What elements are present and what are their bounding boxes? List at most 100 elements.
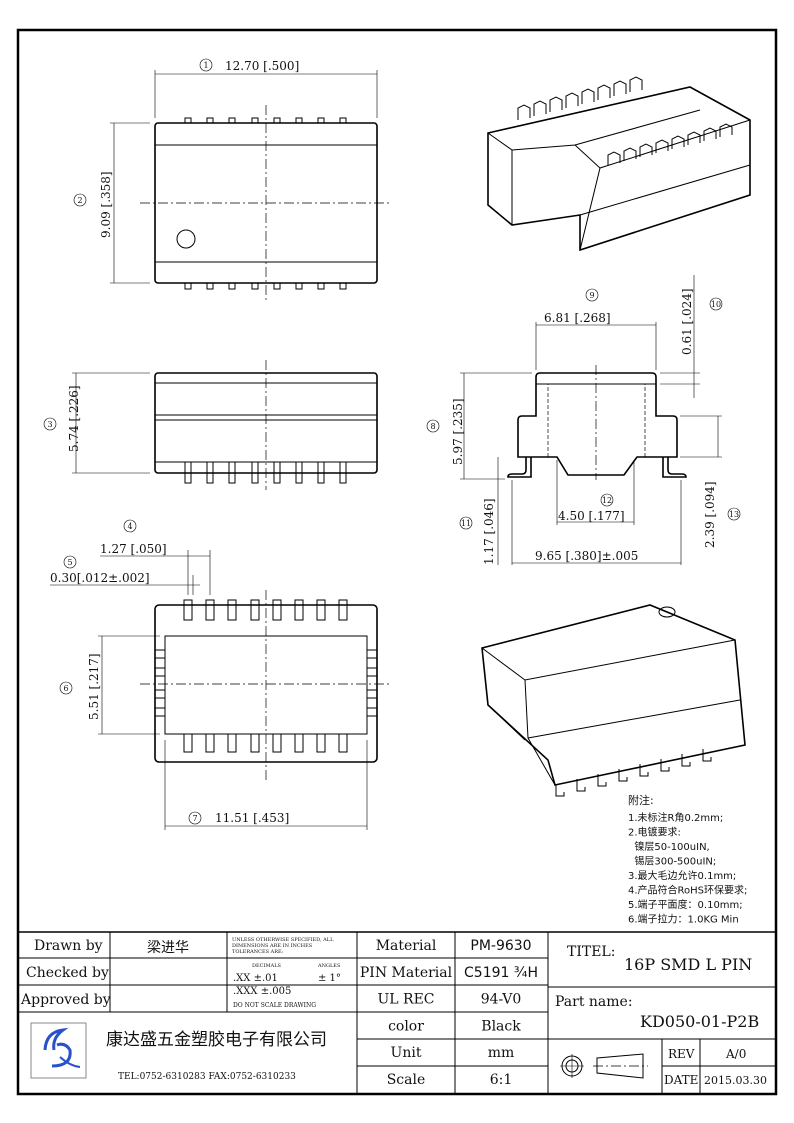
bottom-view: [50, 550, 392, 830]
dim-11: 1.17 [.046]: [482, 498, 496, 565]
pin: [184, 461, 192, 484]
balloon-number: 9: [589, 291, 594, 300]
pin: [184, 117, 192, 124]
approved-by-label: Approved by: [20, 992, 111, 1008]
pin: [228, 117, 236, 124]
spec-label: color: [388, 1018, 424, 1034]
title-block-text: Drawn by 梁进华 Checked by Approved by UNLE…: [20, 937, 767, 1088]
dim-12: 4.50 [.177]: [558, 509, 625, 523]
do-not-scale: DO NOT SCALE DRAWING: [233, 1002, 316, 1009]
tolerance-angle: ± 1°: [318, 973, 341, 984]
balloon-circle: [43, 417, 57, 431]
isometric-view-bottom: [481, 604, 746, 797]
part-name-label: Part name:: [555, 994, 633, 1010]
angles-label: ANGLES: [317, 963, 341, 969]
dim-7: 11.51 [.453]: [215, 811, 289, 825]
spec-value: PM-9630: [470, 938, 531, 954]
balloon-circle: [188, 811, 202, 825]
pin: [251, 282, 259, 290]
balloon-number: 12: [602, 496, 612, 505]
pin-pad: [316, 599, 326, 621]
pin-pad: [294, 599, 304, 621]
pin: [206, 461, 214, 484]
pin: [273, 117, 281, 124]
notes: 附注: 1.未标注R角0.2mm;2.电镀要求: 镍层50-100uIN, 锡层…: [628, 793, 747, 926]
pin-pad: [183, 599, 193, 621]
pin: [206, 117, 214, 124]
pin: [517, 104, 531, 120]
pin-pad: [227, 599, 237, 621]
balloon-number: 13: [729, 510, 739, 519]
side-view: [460, 275, 722, 565]
note-line: 镍层50-100uIN,: [628, 840, 710, 853]
note-line: 5.端子平面度：0.10mm;: [628, 898, 743, 911]
date-label: DATE: [664, 1073, 698, 1087]
balloon-circle: [59, 681, 73, 695]
pin: [607, 151, 621, 165]
balloon-circle: [426, 419, 440, 433]
pin: [565, 92, 579, 108]
dim-14: 9.65 [.380]±.005: [535, 549, 638, 563]
pin: [295, 282, 303, 290]
pin: [228, 461, 236, 484]
dim-3: 5.74 [.226]: [67, 385, 81, 452]
balloon-circle: [709, 297, 723, 311]
top-view: [110, 70, 392, 300]
pin: [295, 117, 303, 124]
date-value: 2015.03.30: [704, 1074, 767, 1087]
pin: [295, 461, 303, 484]
side-pad: [154, 689, 166, 699]
note-line: 4.产品符合RoHS环保要求;: [628, 884, 747, 897]
balloon-number: 11: [461, 519, 471, 528]
company-name: 康达盛五金塑胶电子有限公司: [106, 1030, 327, 1050]
pin: [660, 759, 670, 772]
drawn-by-value: 梁进华: [147, 940, 189, 956]
pin-pad: [294, 733, 304, 753]
spec-value: mm: [488, 1045, 515, 1061]
note-line: 6.端子拉力：1.0KG Min: [628, 913, 739, 926]
dim-2: 9.09 [.358]: [99, 171, 113, 238]
dim-5: 0.30[.012±.002]: [50, 571, 150, 585]
balloon-number: 8: [430, 422, 435, 431]
dim-1: 12.70 [.500]: [225, 59, 299, 73]
balloon-circle: [585, 288, 599, 302]
balloon-number: 6: [63, 684, 68, 693]
pin: [639, 764, 649, 777]
drawn-by-label: Drawn by: [34, 938, 103, 954]
note-line: 1.未标注R角0.2mm;: [628, 811, 723, 824]
pin-pad: [272, 733, 282, 753]
pin: [206, 282, 214, 290]
balloon-circle: [123, 519, 137, 533]
tolerance-xx: .XX ±.01: [233, 973, 278, 984]
balloon-number: 1: [203, 61, 208, 70]
balloon-circle: [63, 555, 77, 569]
pin: [251, 461, 259, 484]
pin: [317, 117, 325, 124]
balloon-circle: [600, 493, 614, 507]
notes-title: 附注:: [628, 793, 654, 807]
third-angle-projection-icon: [560, 1053, 648, 1079]
pin-pad: [250, 599, 260, 621]
pin-pad: [338, 599, 348, 621]
pin: [339, 282, 347, 290]
title-label: TITEL:: [567, 944, 615, 960]
pin: [703, 127, 717, 141]
side-pad: [154, 649, 166, 659]
spec-value: C5191 ¾H: [464, 965, 538, 981]
front-view: [72, 360, 378, 490]
balloon-circle: [73, 193, 87, 207]
pin-pad: [338, 733, 348, 753]
rev-label: REV: [668, 1047, 695, 1061]
sheet-border: [16, 28, 778, 1096]
decimals-label: DECIMALS: [252, 963, 282, 969]
pin: [629, 76, 643, 92]
pin: [273, 282, 281, 290]
side-pad: [366, 649, 378, 659]
spec-value: 6:1: [490, 1072, 513, 1088]
note-line: 2.电镀要求:: [628, 826, 681, 839]
pin: [555, 784, 565, 797]
balloon-number: 5: [67, 558, 72, 567]
pin: [681, 754, 691, 767]
